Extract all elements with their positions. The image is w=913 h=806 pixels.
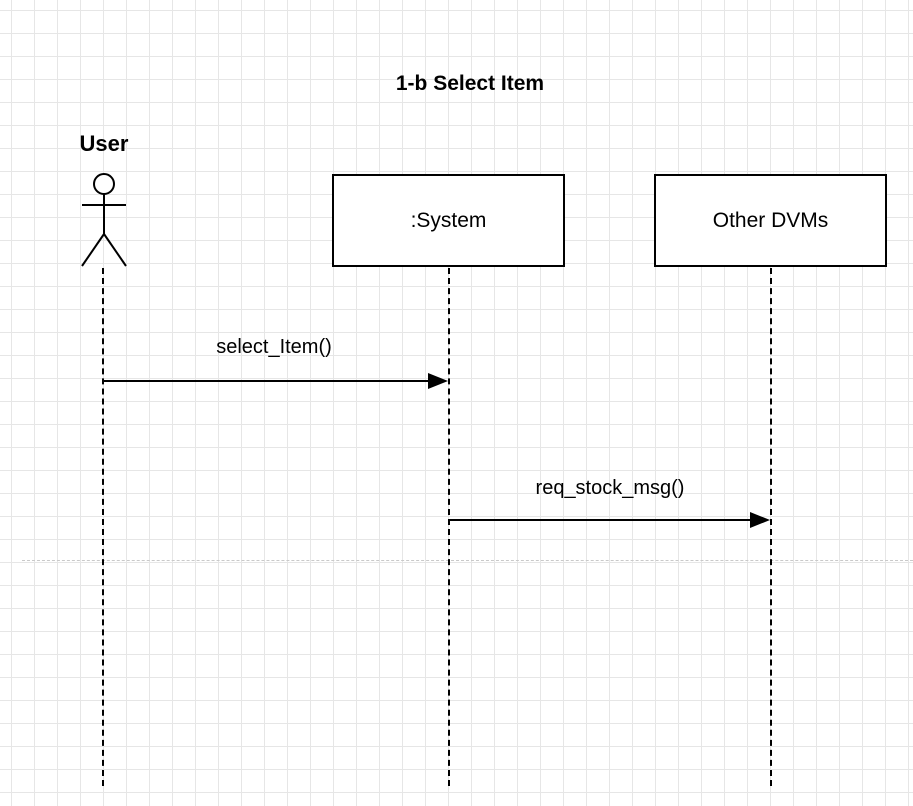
message-select-item-label: select_Item() [216,336,332,358]
diagram-title: 1-b Select Item [395,72,545,95]
participant-other-dvms[interactable]: Other DVMs [654,174,887,267]
participant-system[interactable]: :System [332,174,565,267]
participant-system-label: :System [410,208,487,232]
message-req-stock-msg-label: req_stock_msg() [535,477,685,499]
actor-label: User [79,131,129,156]
lifeline-user [102,268,104,786]
participant-other-dvms-label: Other DVMs [712,208,829,232]
lifeline-system [448,268,450,786]
lifeline-other-dvms [770,268,772,786]
page-break-line [22,560,913,561]
user-actor-icon[interactable] [78,172,130,270]
